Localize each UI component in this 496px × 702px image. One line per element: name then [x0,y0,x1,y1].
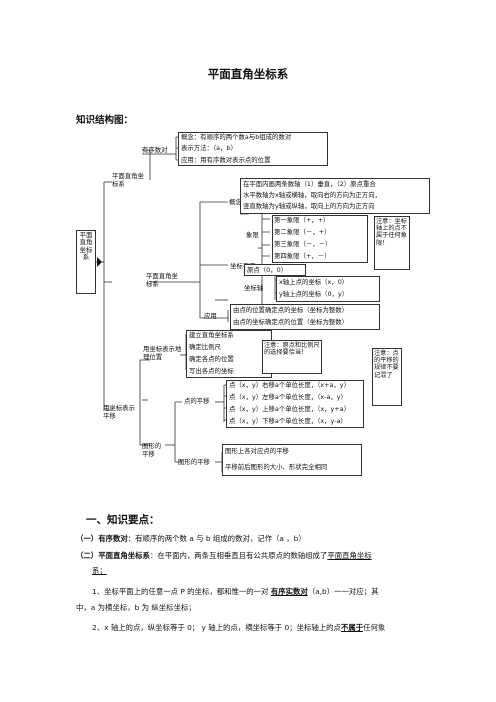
point-1-continuation: 中，a 为横坐标，b 为 纵坐标坐标； [76,603,196,612]
axis-box [276,276,380,302]
origin-box [244,264,306,276]
ordered-pair-concept: 概念：有顺序的两个数a与b组成的数对 [181,133,292,141]
branch-translation: 用坐标表示平移 [103,404,135,420]
coordinate-system-term: 平面直角坐标系 [98,551,150,560]
geo-step-3: 确定各点的位置 [189,355,234,363]
point-ordered-pair: （一）有序数对：有顺序的两个数 a 与 b 组成的数对，记作（a ，b） [76,533,306,544]
geo-step-4: 写出各点的坐标 [189,367,234,375]
application-box [230,304,380,330]
node-geo-position: 用坐标表示地理位置 [143,345,182,361]
coordinate-system-number: （二） [76,551,99,560]
node-quadrant: 象限 [246,231,259,239]
concept-line-3: 竖直数轴为y轴或纵轴，取向上的方向为正方向 [243,202,375,210]
coordinate-system-underlined: 平面直角坐标 [327,551,372,560]
note-axis-points: 注意：坐标轴上的点不属于任何象限！ [374,216,410,270]
structure-heading: 知识结构图： [76,115,134,126]
branch-coordinate-plane: 平面直角坐标系 [146,272,178,288]
node-figure-translation: 图形的平移 [142,442,162,458]
application-1: 由点的位置确定点的坐标（坐标为整数） [233,306,349,314]
geo-step-2: 确定比例尺 [189,343,221,351]
ordered-pair-definition: ：有顺序的两个数 a 与 b 组成的数对，记作（a ，b） [127,534,306,543]
not-belong: 不属于 [340,623,364,632]
shape-translation-1: 图形上各对应点的平移 [225,447,289,455]
quadrant-4: 第四象限（+，－） [274,252,331,260]
section-heading: 一、知识要点： [86,514,160,526]
node-coordinate-plane: 坐标平面 [230,262,256,270]
arrow-icon [97,257,102,267]
diagram-root: 平面直角坐标系 [76,230,96,294]
node-axis: 坐标轴 [244,284,264,292]
coordinate-system-continuation: 系； [92,566,107,575]
coordinate-system-definition: ：在平面内，两条互相垂直且有公共原点的数轴组成了 [149,551,328,560]
node-ordered-pair: 有序数对 [142,146,168,154]
note-origin-scale: 注意：原点和比例尺的选择要恰当！ [262,340,322,374]
node-concept: 概念 [229,198,242,206]
real-number-pair: 有序实数对 [270,587,308,596]
concept-line-2: 水平数轴为x轴或横轴，取向右的方向为正方向， [243,191,381,199]
ordered-pair-application: 应用：用有序数对表示点的位置 [181,156,271,164]
concept-box [240,178,430,214]
quadrant-box [272,215,368,263]
quadrant-2: 第二象限（－，+） [274,228,331,236]
origin-label: 原点（0，0） [247,266,288,274]
point-right: 点（x，y）右移a个单位长度，（x+a，y） [229,381,350,389]
branch-coordinate-system: 平面直角坐标系 [112,172,144,188]
point-coordinate-system: （二）平面直角坐标系：在平面内，两条互相垂直且有公共原点的数轴组成了平面直角坐标 [76,550,372,561]
shape-translation-2: 平移前后图形的大小、形状完全相同 [225,463,328,471]
ordered-pair-notation: 表示方法：（a，b） [181,144,237,152]
application-2: 由点的坐标确定点的位置（坐标为整数） [233,318,349,326]
node-point-translation: 点的平移 [184,397,210,405]
point-1: 1、坐标平面上的任意一点 P 的坐标，都和惟一的一对 有序实数对（a,b）一一对… [92,587,379,596]
point-up: 点（x，y）上移a个单位长度，（x，y+a） [229,405,350,413]
note-translation-rule: 注意：点的平移的规律不要记混了 [372,348,402,406]
geo-step-1: 建立直角坐标系 [189,331,234,339]
point-translation-box [226,380,364,428]
point-left: 点（x，y）左移a个单位长度，（x-a，y） [229,393,347,401]
concept-line-1: 在平面内画两条数轴（1）垂直，（2）原点重合 [243,180,376,188]
ordered-pair-term: 有序数对 [98,534,128,543]
ordered-pair-box [178,132,328,166]
shape-translation-box [222,444,362,476]
node-shape-translation: 图形的平移 [178,458,210,466]
ordered-pair-number: （一） [76,534,99,543]
point-down: 点（x，y）下移a个单位长度，（x，y-a） [229,417,347,425]
page-title: 平面直角坐标系 [207,67,289,81]
axis-x: x轴上点的坐标（x，0） [279,278,349,286]
node-application: 应用 [204,312,217,320]
point-2: 2、x 轴上的点，纵坐标等于 0； y 轴上的点，横坐标等于 0；坐标轴上的点不… [92,623,386,632]
quadrant-1: 第一象限（+，+） [274,216,330,224]
axis-y: y轴上点的坐标（0，y） [279,290,349,298]
quadrant-3: 第三象限（－，－） [274,240,332,248]
